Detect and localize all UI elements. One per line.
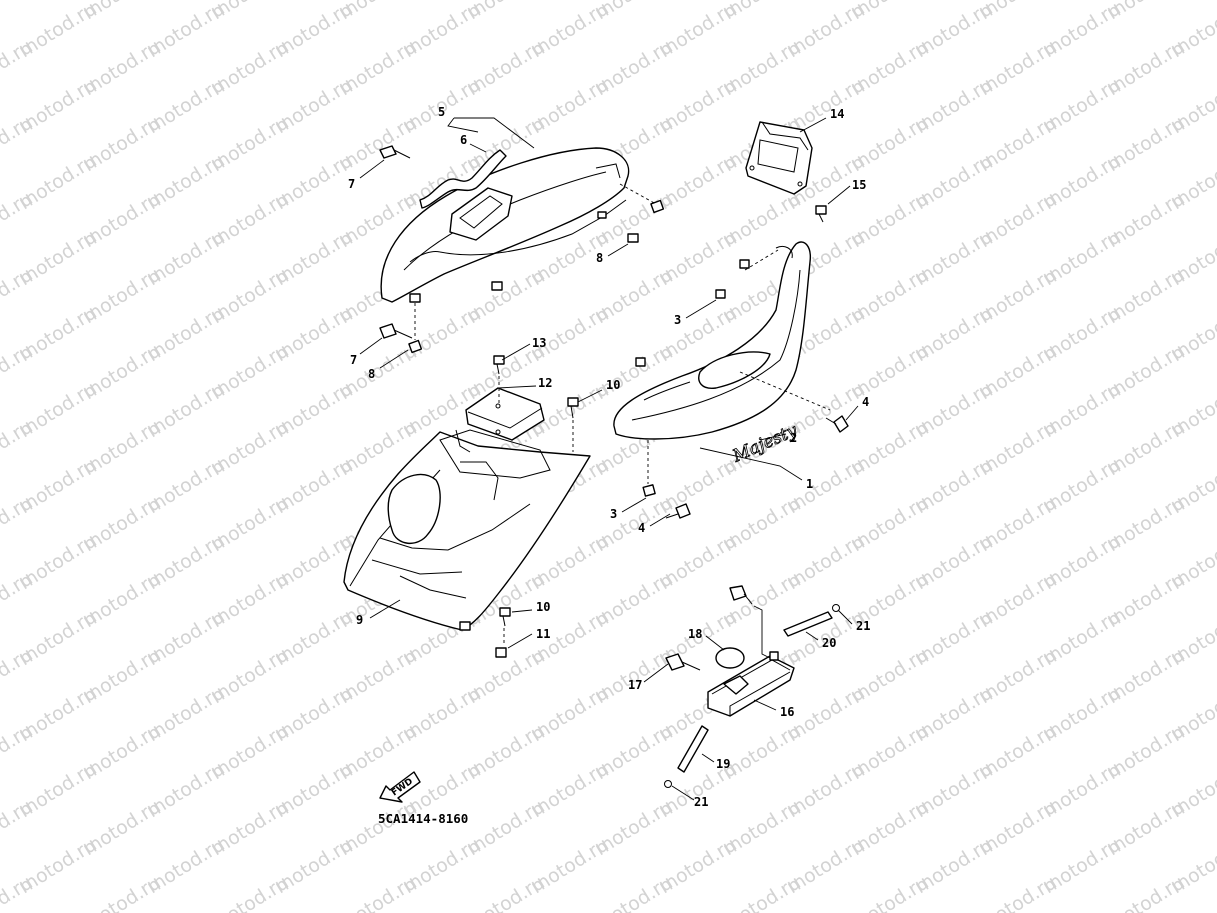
callout-7-lower: 7 <box>350 353 357 367</box>
ring-21-lower[interactable] <box>664 780 672 788</box>
clip-nut-11[interactable] <box>495 647 507 658</box>
side-cover-lower[interactable] <box>613 241 811 497</box>
diagram-code: 5CA1414-8160 <box>378 811 468 826</box>
screw-15[interactable] <box>815 205 827 223</box>
callout-4-right: 4 <box>862 395 869 409</box>
callout-20: 20 <box>822 636 836 650</box>
side-cover-upper[interactable] <box>380 147 630 303</box>
cap-18[interactable] <box>715 647 745 669</box>
callout-labels: 5 6 7 7 8 8 14 15 3 3 4 4 2 1 13 12 10 1… <box>348 105 870 809</box>
pin-20[interactable] <box>783 611 833 637</box>
rear-fender-9[interactable] <box>343 429 591 631</box>
leader-lines <box>359 117 859 801</box>
callout-2: 2 <box>790 431 797 445</box>
callout-16: 16 <box>780 705 794 719</box>
callout-14: 14 <box>830 107 844 121</box>
callout-11: 11 <box>536 627 550 641</box>
callout-3-lower: 3 <box>610 507 617 521</box>
clip-nuts-8[interactable] <box>408 199 665 354</box>
screw-10-lower[interactable] <box>499 607 511 627</box>
pin-19[interactable] <box>677 725 709 773</box>
ring-21-upper[interactable] <box>832 604 840 612</box>
callout-7-upper: 7 <box>348 177 355 191</box>
callout-13: 13 <box>532 336 546 350</box>
callout-10-lower: 10 <box>536 600 550 614</box>
callout-21-lower: 21 <box>694 795 708 809</box>
screw-13[interactable] <box>493 355 505 375</box>
callout-10-upper: 10 <box>606 378 620 392</box>
callout-4-lower: 4 <box>638 521 645 535</box>
fwd-arrow: FWD <box>379 771 421 803</box>
screw-10-upper[interactable] <box>567 397 579 419</box>
callout-3-upper: 3 <box>674 313 681 327</box>
callout-12: 12 <box>538 376 552 390</box>
callout-5: 5 <box>438 105 445 119</box>
callout-6: 6 <box>460 133 467 147</box>
callout-17: 17 <box>628 678 642 692</box>
screw-4-lower[interactable] <box>665 503 691 519</box>
callout-21-upper: 21 <box>856 619 870 633</box>
callout-9: 9 <box>356 613 363 627</box>
bolt-17[interactable] <box>665 653 701 671</box>
bracket-14[interactable] <box>745 121 813 195</box>
cover-plate-12[interactable] <box>465 387 545 441</box>
screw-7-lower[interactable] <box>379 323 413 339</box>
callout-8-upper: 8 <box>596 251 603 265</box>
callout-19: 19 <box>716 757 730 771</box>
bolt-upper[interactable] <box>729 585 753 605</box>
screw-7-upper[interactable] <box>379 145 411 159</box>
emblem-strip[interactable] <box>419 149 507 209</box>
latch-bracket-16[interactable] <box>707 651 795 717</box>
screw-4-right[interactable] <box>825 415 849 433</box>
callout-1: 1 <box>806 477 813 491</box>
callout-15: 15 <box>852 178 866 192</box>
callout-8-lower: 8 <box>368 367 375 381</box>
callout-18: 18 <box>688 627 702 641</box>
